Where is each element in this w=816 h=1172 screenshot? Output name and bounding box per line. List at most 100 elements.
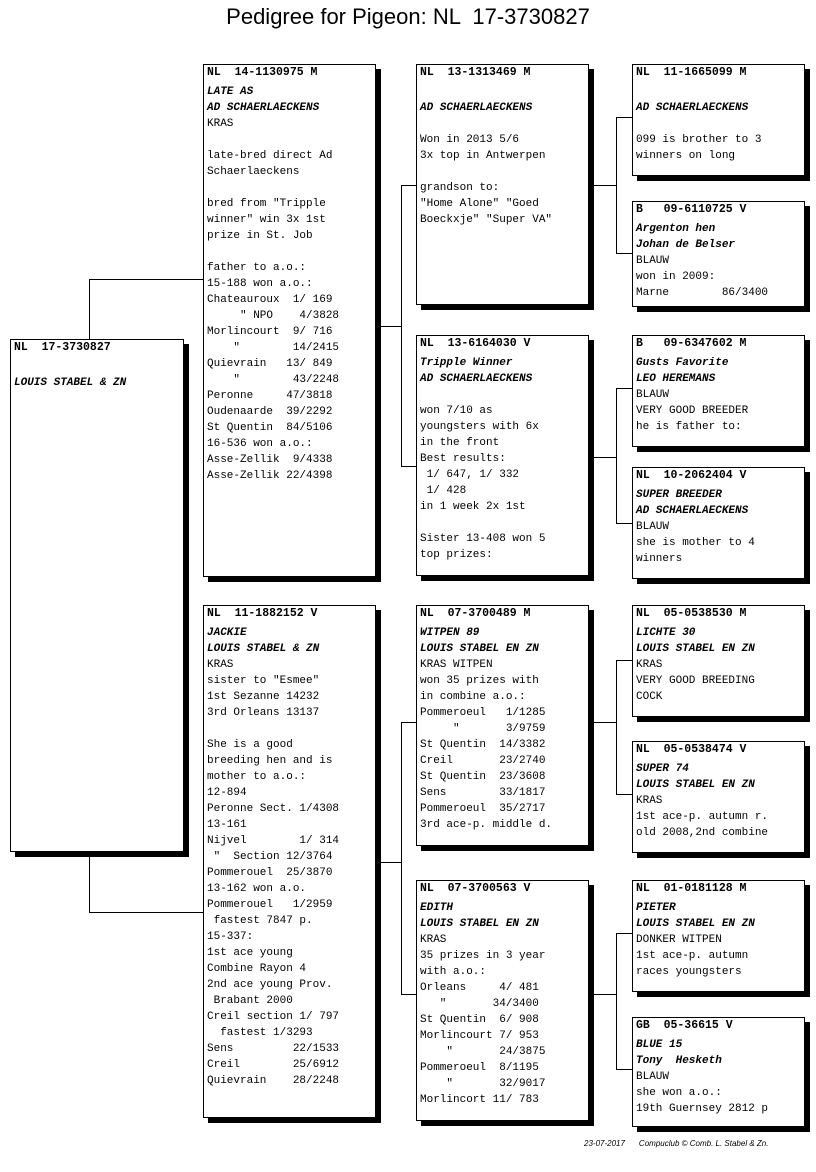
detail-line: top prizes: <box>420 549 493 561</box>
connector-line <box>401 185 402 466</box>
detail-line: LATE AS <box>207 86 254 98</box>
connector-line <box>89 912 204 913</box>
detail-line <box>420 387 585 403</box>
detail-line: BLAUW <box>636 255 670 267</box>
detail-line: BLUE 15 <box>636 1039 683 1051</box>
detail-line: Best results: <box>420 453 506 465</box>
detail-line: 1/ 428 <box>420 485 467 497</box>
detail-line: AD SCHAERLAECKENS <box>420 102 533 114</box>
detail-line <box>420 515 585 531</box>
detail-line: LOUIS STABEL EN ZN <box>636 779 755 791</box>
detail-line: VERY GOOD BREEDER <box>636 405 749 417</box>
detail-line: 19th Guernsey 2812 p <box>636 1103 769 1115</box>
connector-line <box>616 794 633 795</box>
ring-number: NL 14-1130975 M <box>207 66 318 79</box>
detail-line: 1st ace-p. autumn <box>636 950 749 962</box>
detail-line: 3rd Orleans 13137 <box>207 707 320 719</box>
detail-line: in the front <box>420 437 500 449</box>
connector-line <box>594 722 617 723</box>
detail-line: SUPER 74 <box>636 763 689 775</box>
connector-line <box>401 466 417 467</box>
detail-line: DONKER WITPEN <box>636 934 722 946</box>
detail-line: Combine Rayon 4 <box>207 963 307 975</box>
detail-line: Pommerouel 25/3870 <box>207 867 333 879</box>
detail-line <box>636 116 801 132</box>
detail-line: Morlincourt 7/ 953 <box>420 1030 539 1042</box>
detail-line: LEO HEREMANS <box>636 373 716 385</box>
print-date: 23-07-2017 <box>584 1139 625 1148</box>
detail-line: 3x top in Antwerpen <box>420 150 546 162</box>
ring-number: B 09-6110725 V <box>636 203 747 216</box>
connector-line <box>401 994 417 995</box>
detail-line: " 34/3400 <box>420 998 539 1010</box>
detail-line: Oudenaarde 39/2292 <box>207 406 333 418</box>
connector-line <box>616 660 633 661</box>
detail-line: 3rd ace-p. middle d. <box>420 819 553 831</box>
detail-line: Creil 23/2740 <box>420 755 546 767</box>
detail-line: Peronne Sect. 1/4308 <box>207 803 340 815</box>
detail-line: WITPEN 89 <box>420 627 480 639</box>
connector-line <box>616 117 617 253</box>
ring-number: NL 13-6164030 V <box>420 337 531 350</box>
detail-line: " 32/9017 <box>420 1078 546 1090</box>
detail-line: breeding hen and is <box>207 755 333 767</box>
detail-line: Nijvel 1/ 314 <box>207 835 340 847</box>
detail-line: 1st ace young <box>207 947 293 959</box>
detail-line: with a.o.: <box>420 966 487 978</box>
detail-line: Morlincort 11/ 783 <box>420 1094 539 1106</box>
pigeon-details: LOUIS STABEL & ZN <box>14 359 180 391</box>
detail-line <box>207 132 372 148</box>
connector-line <box>89 856 90 912</box>
detail-line: SUPER BREEDER <box>636 489 722 501</box>
detail-line: 12-894 <box>207 787 247 799</box>
detail-line: Tony Hesketh <box>636 1055 722 1067</box>
connector-line <box>616 388 633 389</box>
detail-line: winners <box>636 553 683 565</box>
detail-line: Schaerlaeckens <box>207 166 300 178</box>
detail-line: grandson to: <box>420 182 500 194</box>
detail-line: sister to "Esmee" <box>207 675 320 687</box>
detail-line: 16-536 won a.o.: <box>207 438 313 450</box>
detail-line: 1st Sezanne 14232 <box>207 691 320 703</box>
detail-line: Johan de Belser <box>636 239 736 251</box>
detail-line: bred from "Tripple <box>207 198 326 210</box>
detail-line: 35 prizes in 3 year <box>420 950 546 962</box>
detail-line: LOUIS STABEL EN ZN <box>636 918 755 930</box>
detail-line: in combine a.o.: <box>420 691 526 703</box>
pigeon-card-main: NL 17-3730827 LOUIS STABEL & ZN <box>10 339 184 852</box>
connector-line <box>594 185 617 186</box>
detail-line: KRAS <box>420 934 447 946</box>
detail-line <box>207 721 372 737</box>
connector-line <box>401 722 417 723</box>
detail-line: BLAUW <box>636 389 670 401</box>
connector-line <box>616 117 633 118</box>
detail-line: won in 2009: <box>636 271 716 283</box>
detail-line: she won a.o.: <box>636 1087 722 1099</box>
detail-line: she is mother to 4 <box>636 537 755 549</box>
detail-line: COCK <box>636 691 663 703</box>
detail-line: " 14/2415 <box>207 342 340 354</box>
detail-line: AD SCHAERLAECKENS <box>636 102 749 114</box>
detail-line: prize in St. Job <box>207 230 313 242</box>
detail-line: Pommerouel 1/2959 <box>207 899 333 911</box>
ring-number: NL 11-1882152 V <box>207 607 318 620</box>
detail-line: " Section 12/3764 <box>207 851 333 863</box>
detail-line: father to a.o.: <box>207 262 307 274</box>
connector-line <box>616 933 617 1069</box>
detail-line: St Quentin 84/5106 <box>207 422 333 434</box>
detail-line: KRAS <box>207 118 234 130</box>
detail-line: 099 is brother to 3 <box>636 134 762 146</box>
detail-line: BLAUW <box>636 521 670 533</box>
detail-line: 1st ace-p. autumn r. <box>636 811 769 823</box>
detail-line: 15-337: <box>207 931 254 943</box>
detail-line: Pommeroeul 8/1195 <box>420 1062 539 1074</box>
